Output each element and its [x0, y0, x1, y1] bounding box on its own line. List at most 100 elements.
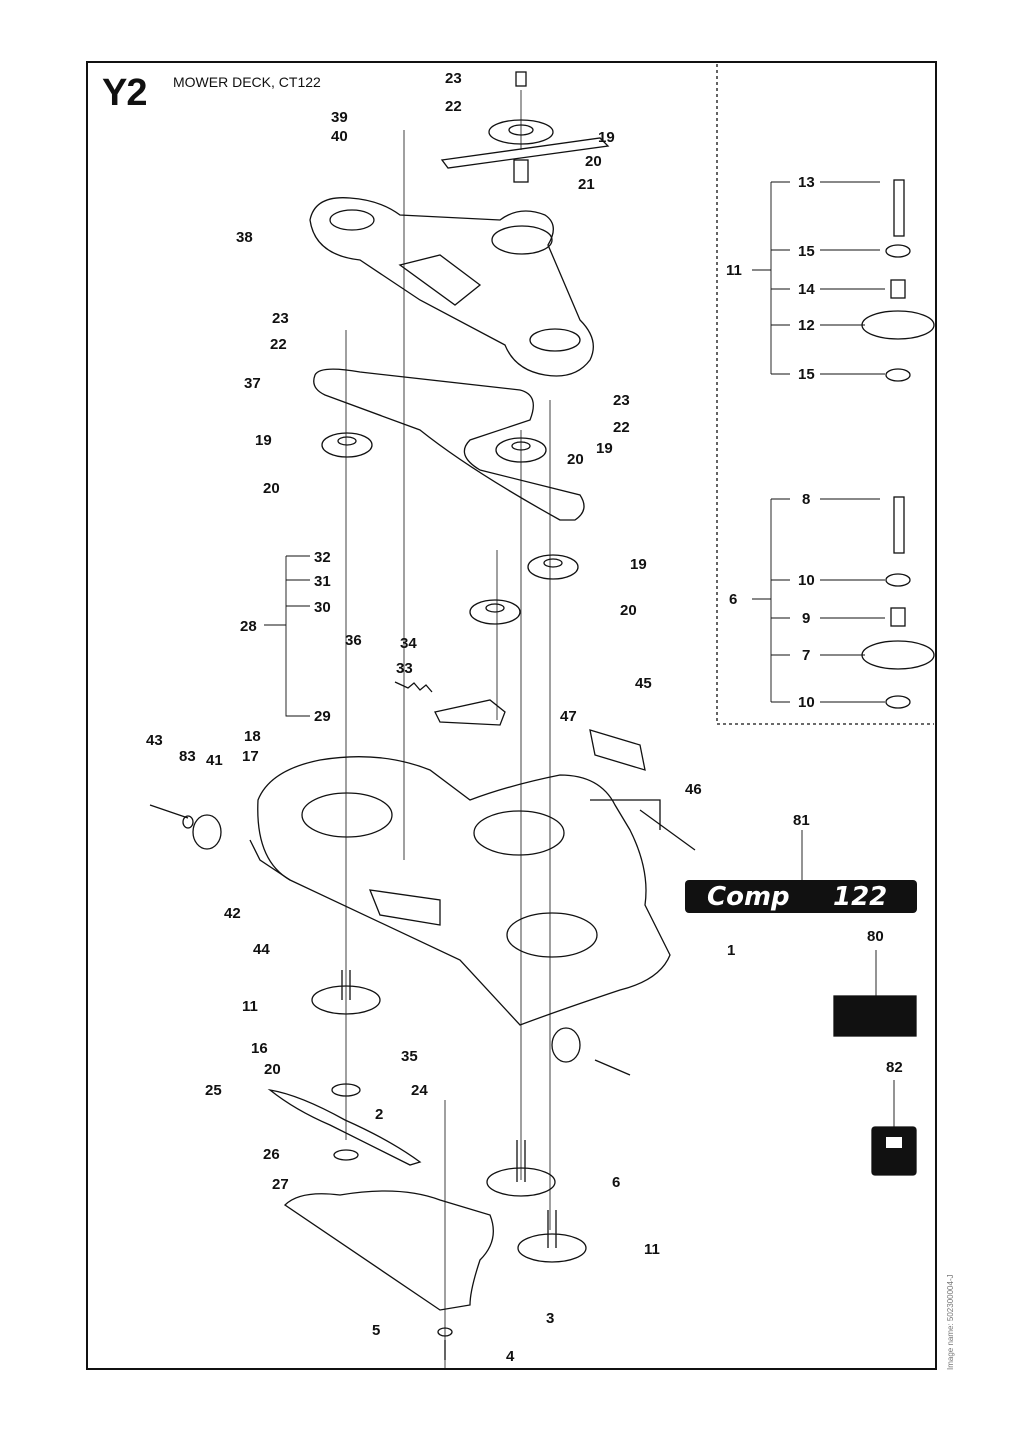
- bearing-15b: [885, 368, 911, 382]
- callout-35: 35: [401, 1048, 418, 1065]
- callout-13: 13: [798, 174, 815, 191]
- spacer-9: [890, 607, 906, 627]
- callout-12: 12: [798, 317, 815, 334]
- blade-25: [267, 1088, 422, 1166]
- callout-43: 43: [146, 732, 163, 749]
- callout-22: 22: [613, 419, 630, 436]
- decal-text-left: Comp: [707, 882, 790, 912]
- spacer-14: [890, 279, 906, 299]
- callout-82: 82: [886, 1059, 903, 1076]
- callout-14: 14: [798, 281, 815, 298]
- callout-20: 20: [585, 153, 602, 170]
- spindle-11-left: [311, 970, 381, 1015]
- callout-5: 5: [372, 1322, 381, 1339]
- assembly-axes: [345, 90, 551, 1370]
- bearing-10b: [885, 695, 911, 709]
- pulley-19-mid: [495, 437, 547, 463]
- callout-22: 22: [270, 336, 287, 353]
- bearing-10a: [885, 573, 911, 587]
- callout-20: 20: [264, 1061, 281, 1078]
- roller-41: [192, 814, 222, 850]
- housing-7: [861, 640, 935, 670]
- callout-41: 41: [206, 752, 223, 769]
- callout-6: 6: [729, 591, 738, 608]
- spindle-6: [486, 1140, 556, 1197]
- callout-42: 42: [224, 905, 241, 922]
- idler-pulley-30: [469, 599, 521, 625]
- callout-15: 15: [798, 366, 815, 383]
- washer-83: [182, 815, 194, 829]
- washer-26: [333, 1149, 359, 1161]
- callout-32: 32: [314, 549, 331, 566]
- callout-20: 20: [567, 451, 584, 468]
- mower-deck-1: [257, 756, 671, 1026]
- callout-40: 40: [331, 128, 348, 145]
- rear-roller: [551, 1027, 581, 1063]
- callout-29: 29: [314, 708, 331, 725]
- callout-28: 28: [240, 618, 257, 635]
- callout-10: 10: [798, 694, 815, 711]
- pulley-cover-38: [309, 197, 594, 377]
- diagram-frame: [86, 61, 937, 1370]
- pulley-19-right: [527, 554, 579, 580]
- callout-22: 22: [445, 98, 462, 115]
- callout-36: 36: [345, 632, 362, 649]
- inset-brackets: [264, 181, 885, 717]
- callout-2: 2: [375, 1106, 384, 1123]
- callout-80: 80: [867, 928, 884, 945]
- callout-83: 83: [179, 748, 196, 765]
- guard-plate-3: [283, 1190, 494, 1311]
- callout-47: 47: [560, 708, 577, 725]
- callout-16: 16: [251, 1040, 268, 1057]
- callout-33: 33: [396, 660, 413, 677]
- washer-5: [437, 1327, 453, 1337]
- spring-36: [394, 681, 433, 693]
- callout-19: 19: [596, 440, 613, 457]
- callout-15: 15: [798, 243, 815, 260]
- deflector-45: [589, 729, 646, 771]
- callout-19: 19: [630, 556, 647, 573]
- callout-11: 11: [644, 1241, 660, 1258]
- bolt-43: [149, 804, 189, 819]
- callout-8: 8: [802, 491, 811, 508]
- spacer-21: [513, 159, 529, 183]
- callout-46: 46: [685, 781, 702, 798]
- idler-arm-29: [434, 699, 506, 726]
- callout-81: 81: [793, 812, 810, 829]
- callout-7: 7: [802, 647, 811, 664]
- callout-17: 17: [242, 748, 259, 765]
- callout-4: 4: [506, 1348, 515, 1365]
- callout-45: 45: [635, 675, 652, 692]
- callout-23: 23: [613, 392, 630, 409]
- callout-19: 19: [598, 129, 615, 146]
- comp-122-decal: Comp 122: [685, 880, 917, 913]
- bolt-23-top: [515, 71, 527, 87]
- inset-box-border: [716, 64, 934, 725]
- pulley-top: [488, 119, 554, 145]
- decal-82: [871, 1126, 917, 1176]
- bearing-24: [331, 1083, 361, 1097]
- callout-23: 23: [445, 70, 462, 87]
- inset-spindle-11: [861, 179, 935, 382]
- callout-31: 31: [314, 573, 331, 590]
- rod-46: [639, 809, 696, 851]
- belt-small: [440, 137, 610, 169]
- shaft-13: [893, 179, 905, 237]
- decal-text-right: 122: [833, 882, 888, 912]
- callout-9: 9: [802, 610, 811, 627]
- callout-27: 27: [272, 1176, 289, 1193]
- callout-44: 44: [253, 941, 270, 958]
- spindle-11-right: [517, 1210, 587, 1263]
- callout-18: 18: [244, 728, 261, 745]
- shaft-8: [893, 496, 905, 554]
- callout-37: 37: [244, 375, 261, 392]
- callout-38: 38: [236, 229, 253, 246]
- housing-12: [861, 310, 935, 340]
- callout-20: 20: [263, 480, 280, 497]
- callout-25: 25: [205, 1082, 222, 1099]
- bearing-15a: [885, 244, 911, 258]
- callout-11: 11: [726, 262, 742, 279]
- pulley-19-left: [321, 432, 373, 458]
- callout-6: 6: [612, 1174, 621, 1191]
- figure-title: MOWER DECK, CT122: [173, 74, 321, 90]
